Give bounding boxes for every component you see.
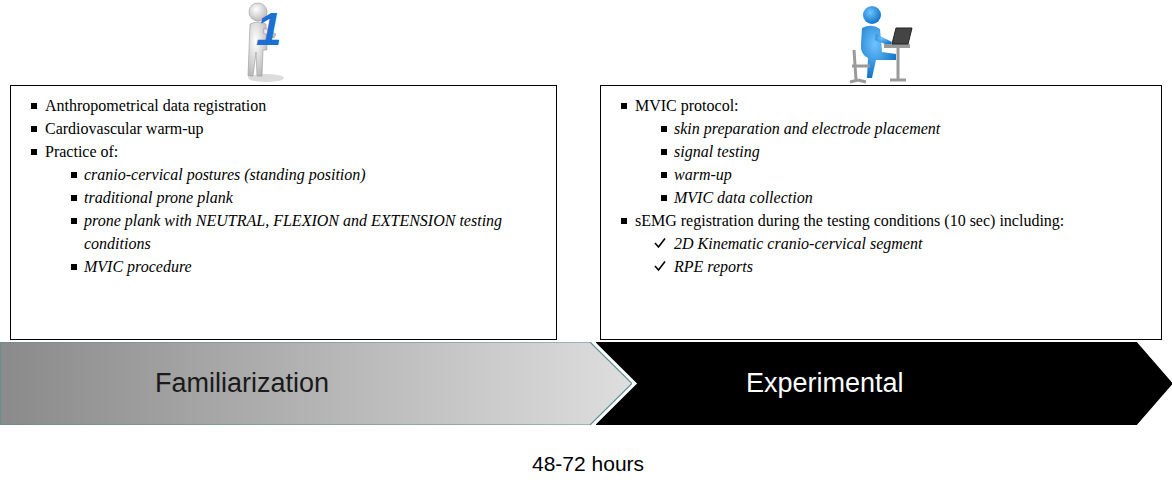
list-item: signal testing (601, 140, 1151, 163)
square-bullet (621, 218, 627, 224)
step-box: Anthropometrical data registrationCardio… (10, 85, 557, 340)
laptop-user-illustration (846, 4, 916, 84)
list-item: skin preparation and electrode placement (601, 117, 1151, 140)
check-mark (654, 237, 666, 249)
phase-label: Familiarization (155, 368, 329, 399)
step-text: Anthropometrical data registration (45, 94, 546, 117)
square-bullet (661, 126, 667, 132)
square-bullet (661, 172, 667, 178)
step-box: MVIC protocol:skin preparation and elect… (600, 85, 1162, 340)
list-item: 2D Kinematic cranio-cervical segment (601, 232, 1151, 255)
check-stroke (655, 239, 665, 248)
check-stroke (655, 262, 665, 271)
square-bullet (661, 195, 667, 201)
step-number: 1 (256, 2, 282, 56)
square-bullet (31, 149, 37, 155)
list-item: Practice of: (11, 140, 546, 163)
square-bullet (661, 149, 667, 155)
step-text: traditional prone plank (84, 186, 546, 209)
step-text: signal testing (674, 140, 1151, 163)
chevron-fill (0, 342, 632, 425)
step-text: Practice of: (45, 140, 546, 163)
square-bullet (71, 195, 77, 201)
list-item: traditional prone plank (11, 186, 546, 209)
list-item: sEMG registration during the testing con… (601, 209, 1151, 232)
list-item: cranio-cervical postures (standing posit… (11, 163, 546, 186)
check-mark (654, 260, 666, 272)
list-item: prone plank with NEUTRAL, FLEXION and EX… (11, 209, 546, 255)
list-item: Anthropometrical data registration (11, 94, 546, 117)
list-item: MVIC data collection (601, 186, 1151, 209)
step-text: sEMG registration during the testing con… (635, 209, 1151, 232)
step-text: RPE reports (674, 255, 1151, 278)
step-text: skin preparation and electrode placement (674, 117, 1151, 140)
step-text: MVIC data collection (674, 186, 1151, 209)
step-text: 2D Kinematic cranio-cervical segment (674, 232, 1151, 255)
step-text: MVIC procedure (84, 255, 546, 278)
interval-label: 48-72 hours (532, 452, 644, 476)
step-text: warm-up (674, 163, 1151, 186)
step-text: MVIC protocol: (635, 94, 1151, 117)
square-bullet (71, 172, 77, 178)
square-bullet (71, 218, 77, 224)
list-item: MVIC procedure (11, 255, 546, 278)
square-bullet (71, 264, 77, 270)
list-item: RPE reports (601, 255, 1151, 278)
list-item: warm-up (601, 163, 1151, 186)
step-text: prone plank with NEUTRAL, FLEXION and EX… (84, 209, 546, 255)
square-bullet (621, 103, 627, 109)
square-bullet (31, 103, 37, 109)
step-text: cranio-cervical postures (standing posit… (84, 163, 546, 186)
phase-band: Experimental (596, 342, 1172, 425)
step-text: Cardiovascular warm-up (45, 117, 546, 140)
phase-band: Familiarization (0, 342, 632, 425)
phase-label: Experimental (746, 368, 904, 399)
list-item: Cardiovascular warm-up (11, 117, 546, 140)
square-bullet (31, 126, 37, 132)
list-item: MVIC protocol: (601, 94, 1151, 117)
chevron-fill (596, 342, 1172, 425)
